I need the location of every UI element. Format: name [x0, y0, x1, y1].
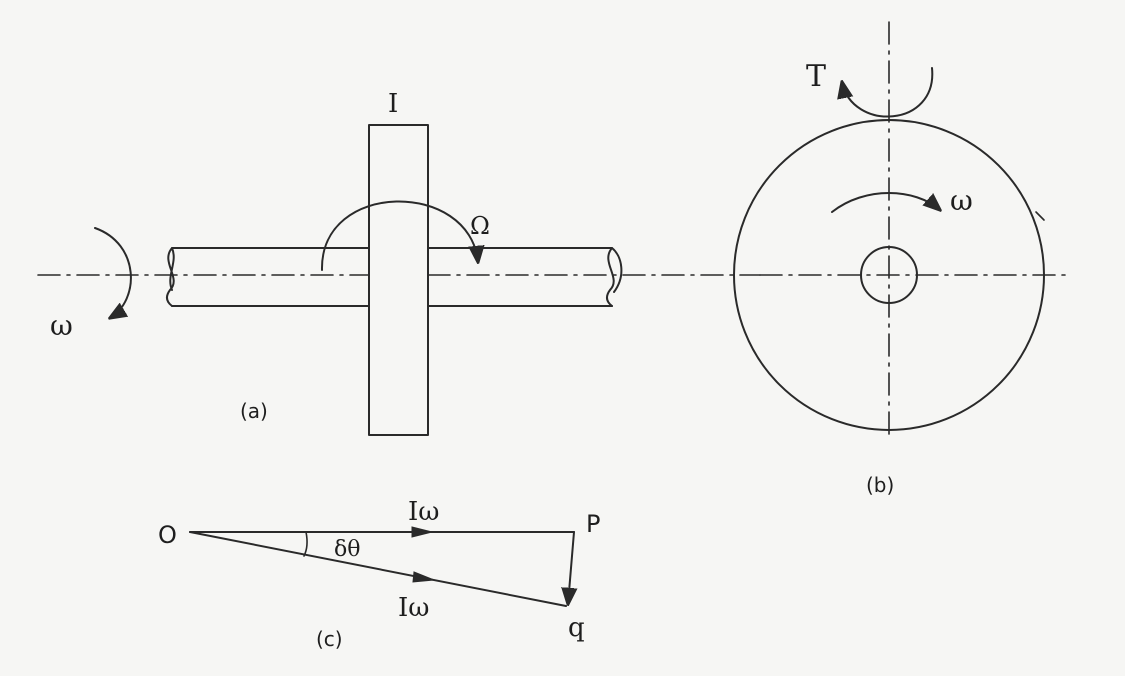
point-p-label: P	[586, 510, 600, 538]
precession-label: Ω	[470, 212, 490, 240]
omega-right-label: ω	[950, 184, 973, 217]
torque-arrow	[842, 67, 934, 118]
inertia-label: I	[388, 89, 398, 119]
precession-arrow	[320, 200, 478, 271]
vector-oq	[189, 531, 567, 607]
part-a-label: (a)	[240, 399, 268, 423]
spin-arrow-right	[831, 192, 940, 213]
omega-left-label: ω	[50, 309, 73, 342]
figure-a: I Ω ω (a)	[37, 89, 761, 436]
vector-pq	[568, 531, 574, 604]
rotor-hub	[860, 246, 918, 304]
rotor-disc	[368, 124, 429, 436]
vector-op-arrow	[411, 526, 433, 538]
torque-label: T	[806, 59, 826, 94]
delta-theta-label: δθ	[334, 537, 361, 562]
part-c-label: (c)	[316, 627, 343, 651]
spin-arrow-left	[94, 227, 132, 318]
shaft-left-end	[165, 247, 175, 307]
vector-oq-arrow	[412, 571, 435, 583]
vec-bottom-label: Iω	[398, 593, 429, 623]
figure-c: O Iω δθ Iω P q (c)	[158, 497, 600, 651]
shaft-right-end	[605, 247, 623, 307]
part-b-label: (b)	[866, 473, 894, 497]
rim-tick	[1035, 211, 1045, 221]
point-q-label: q	[568, 613, 585, 643]
vec-top-label: Iω	[408, 497, 439, 527]
figure-b: T ω (b)	[733, 21, 1073, 497]
rotor-face	[733, 119, 1045, 431]
angle-arc	[303, 531, 308, 557]
origin-label: O	[158, 521, 177, 549]
